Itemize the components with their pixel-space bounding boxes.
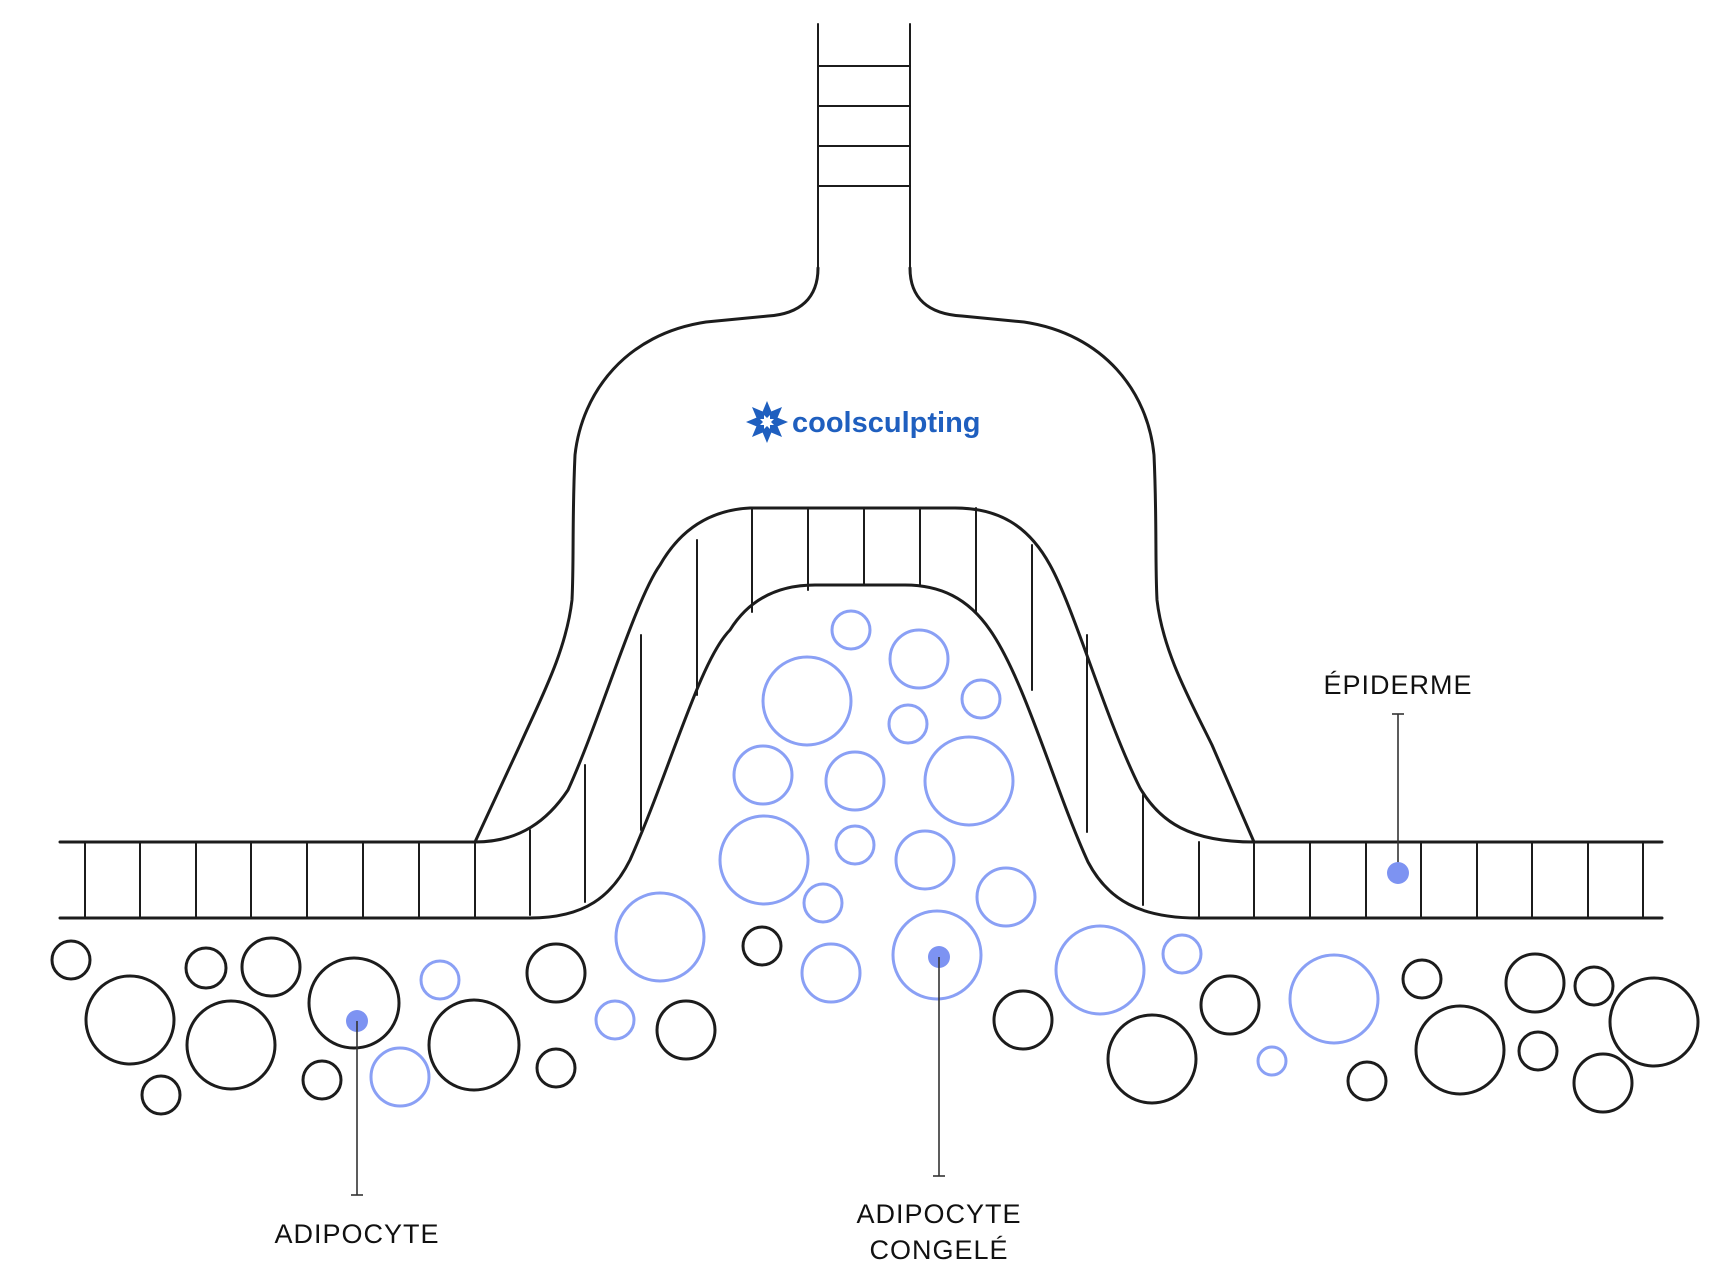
adipocyte-cell <box>1106 1013 1198 1105</box>
brand-name: coolsculpting <box>792 407 981 439</box>
callout-epidermis: ÉPIDERME <box>1323 670 1472 884</box>
frozen-adipocyte-cell <box>594 999 636 1041</box>
skin-layer <box>58 506 1664 920</box>
adipocyte-cell <box>301 1059 343 1101</box>
adipocyte-label: ADIPOCYTE <box>274 1219 439 1249</box>
frozen-adipocyte-cell <box>419 959 461 1001</box>
epidermis-marker <box>1387 862 1409 884</box>
adipocyte-cell <box>1572 1052 1634 1114</box>
frozen-adipocyte-cell <box>1054 924 1146 1016</box>
applicator-body <box>473 266 1256 844</box>
adipocyte-cell <box>1401 958 1443 1000</box>
frozen-adipocytes <box>369 609 1380 1108</box>
frozen-adipocyte-cell <box>614 891 706 983</box>
adipocyte-cell <box>741 925 783 967</box>
frozen-adipocyte-cell <box>923 735 1015 827</box>
adipocyte-cell <box>1504 952 1566 1014</box>
adipocyte-cell <box>184 946 228 990</box>
adipocyte-cell <box>140 1074 182 1116</box>
frozen-adipocyte-cell <box>894 829 956 891</box>
frozen-adipocyte-cell <box>888 628 950 690</box>
adipocyte-cell <box>240 936 302 998</box>
frozen-adipocyte-cell <box>887 703 929 745</box>
brand-logo: coolsculpting <box>746 401 981 443</box>
frozen-adipocyte-cell <box>960 678 1002 720</box>
adipocyte-cell <box>1414 1004 1506 1096</box>
frozen-adipocyte-cell <box>975 866 1037 928</box>
adipocyte-cell <box>992 989 1054 1051</box>
frozen-adipocyte-cell <box>1256 1045 1288 1077</box>
adipocyte-cell <box>50 939 92 981</box>
frozen-adipocyte-cell <box>732 744 794 806</box>
adipocyte-cell <box>535 1047 577 1089</box>
adipocyte-cell <box>655 999 717 1061</box>
frozen-adipocyte-cell <box>369 1046 431 1108</box>
frozen-adipocyte-cell <box>800 942 862 1004</box>
frozen-adipocyte-cell <box>834 824 876 866</box>
frozen-adipocyte-cell <box>1288 953 1380 1045</box>
epidermis-dividers <box>84 507 1644 919</box>
adipocyte-cell <box>307 956 401 1050</box>
applicator-neck <box>817 23 911 269</box>
frozen-adipocyte-cell <box>718 814 810 906</box>
frozen-adipocyte-cell <box>802 882 844 924</box>
frozen-adipocyte-cell <box>1161 933 1203 975</box>
adipocyte-cell <box>1517 1030 1559 1072</box>
frozen-adipocyte-label-line1: ADIPOCYTE <box>856 1199 1021 1229</box>
adipocyte-cell <box>1573 965 1615 1007</box>
adipocyte-cell <box>1608 976 1700 1068</box>
adipocyte-cell <box>185 999 277 1091</box>
adipocyte-cell <box>1346 1060 1388 1102</box>
frozen-adipocyte-cell <box>830 609 872 651</box>
frozen-adipocyte-cell <box>761 655 853 747</box>
callout-frozen-adipocyte: ADIPOCYTE CONGELÉ <box>856 946 1021 1265</box>
epidermis-label: ÉPIDERME <box>1323 670 1472 700</box>
adipocytes <box>50 925 1700 1116</box>
adipocyte-cell <box>525 942 587 1004</box>
snowflake-logo-icon <box>746 401 788 443</box>
callout-adipocyte: ADIPOCYTE <box>274 1010 439 1249</box>
adipocyte-cell <box>84 974 176 1066</box>
frozen-adipocyte-cell <box>824 750 886 812</box>
frozen-adipocyte-label-line2: CONGELÉ <box>869 1235 1008 1265</box>
adipocyte-cell <box>427 998 521 1092</box>
adipocyte-cell <box>1199 974 1261 1036</box>
frozen-adipocyte-cell <box>891 909 983 1001</box>
